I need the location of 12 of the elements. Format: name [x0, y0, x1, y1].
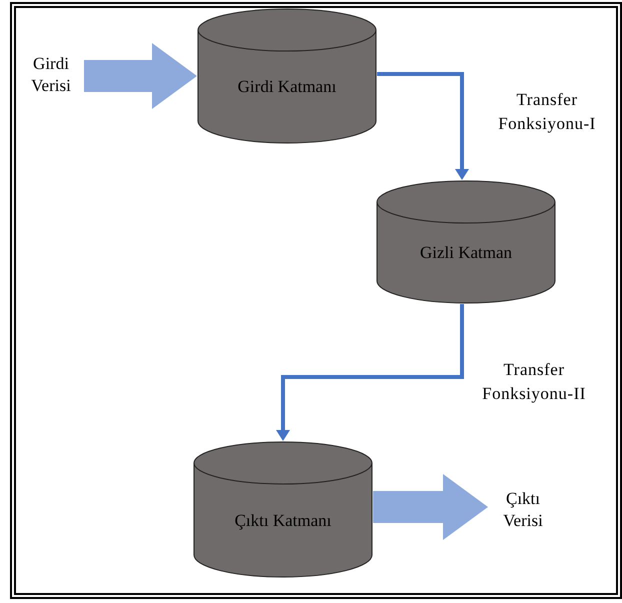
arrow	[276, 304, 464, 441]
node-label: Gizli Katman	[418, 242, 514, 264]
block-arrow	[84, 43, 197, 109]
block-arrow	[373, 474, 488, 540]
text-label: Çıktı Verisi	[488, 487, 558, 533]
node-label: Girdi Katmanı	[237, 76, 337, 98]
database-cylinder	[193, 441, 373, 578]
database-cylinder	[376, 180, 556, 304]
database-cylinder	[197, 8, 377, 144]
node-label: Çıktı Katmanı	[234, 510, 332, 532]
text-label: Girdi Verisi	[18, 52, 84, 98]
arrow	[377, 72, 469, 180]
